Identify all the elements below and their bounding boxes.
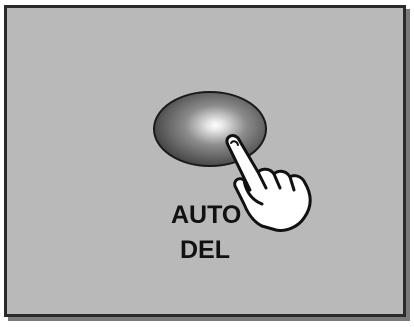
button-label-line2: DEL [180, 238, 230, 263]
button-label-line1: AUTO [171, 203, 241, 228]
